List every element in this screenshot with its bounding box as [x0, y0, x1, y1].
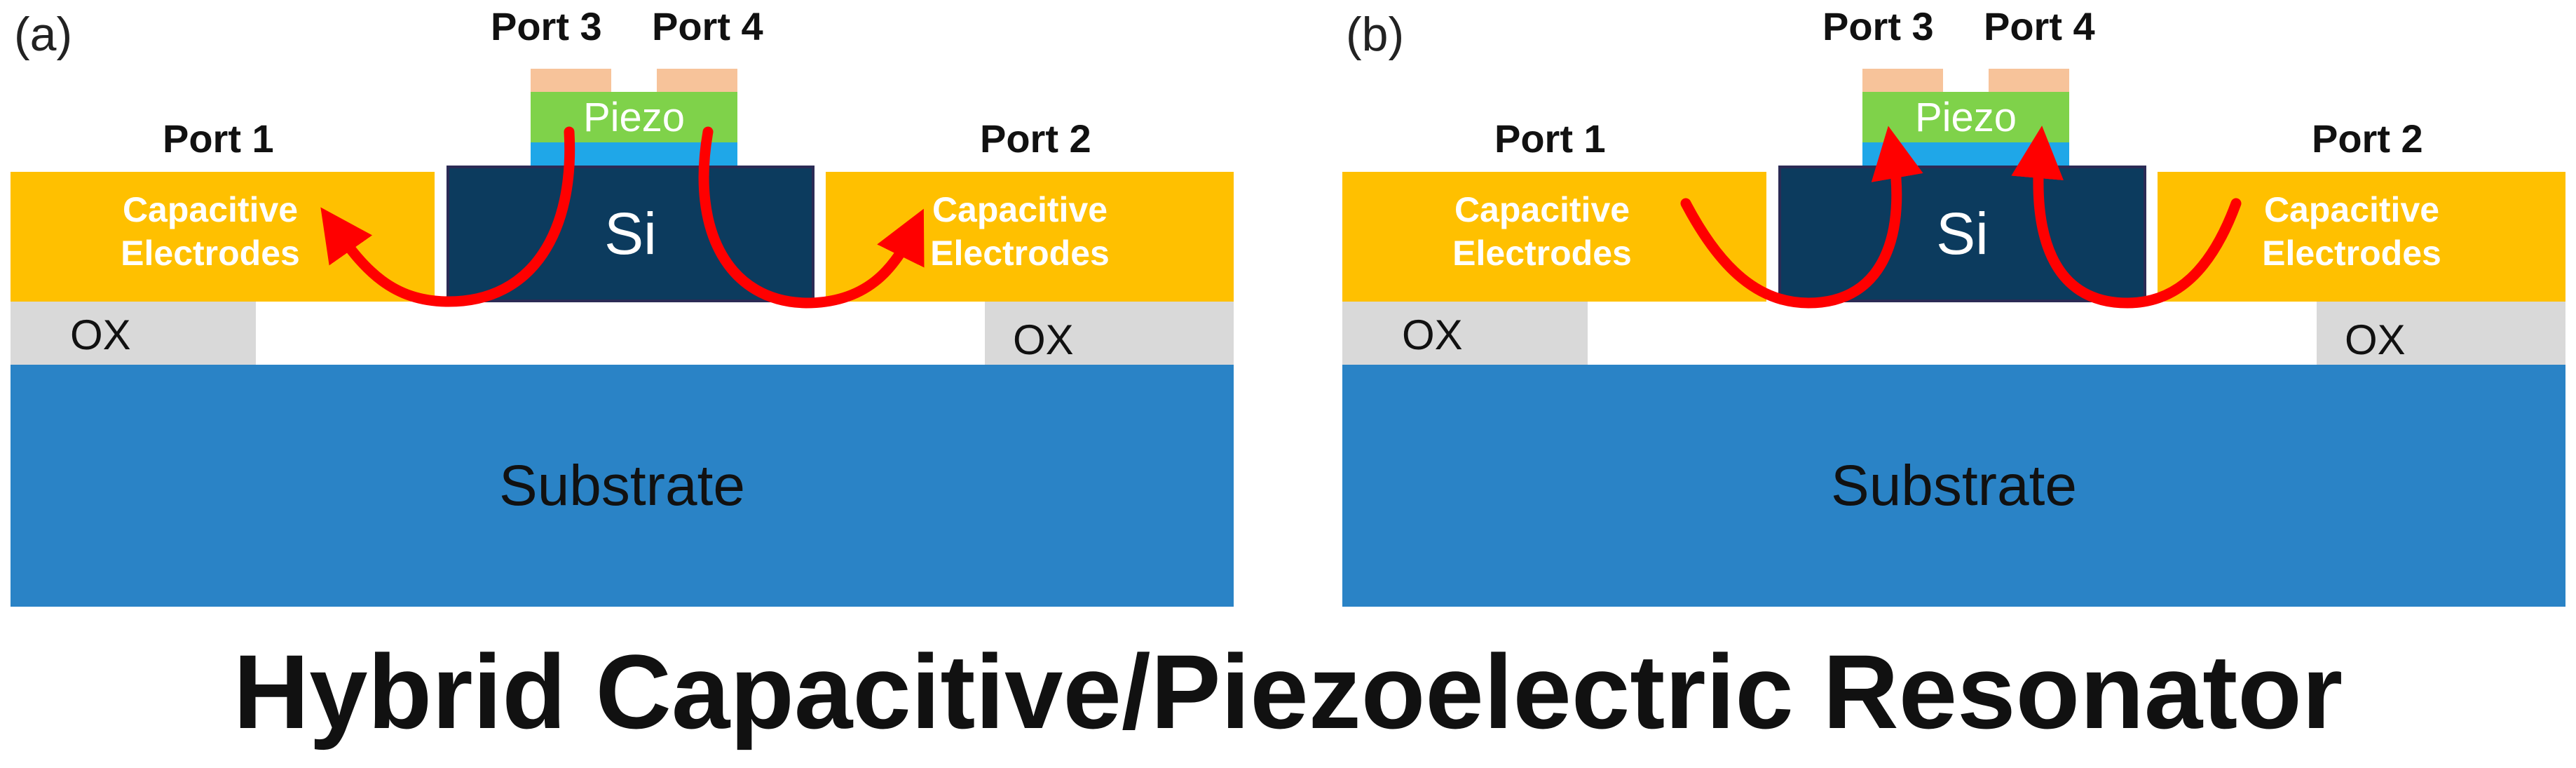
coupling-arrows	[1680, 126, 2242, 309]
arrow-piezo-to-right-electrode	[698, 126, 925, 309]
piezo-label: Piezo	[1914, 94, 2017, 140]
si-label: Si	[604, 201, 657, 267]
oxide-left	[1342, 302, 1588, 365]
substrate-label: Substrate	[1831, 453, 2077, 518]
capacitive-electrode-left-text: Capacitive Electrodes	[1452, 190, 1632, 273]
capacitive-electrode-right-text: Capacitive Electrodes	[930, 190, 1110, 273]
panel-label: (b)	[1346, 8, 1405, 61]
ox-right-label: OX	[2345, 316, 2406, 363]
panel-a: (a) Port 3 Port 4 Port 1 Port 2 Piezo Ca…	[0, 0, 1262, 617]
coupling-arrows	[320, 126, 925, 309]
port-3-top-pad	[531, 69, 611, 92]
ox-right-label: OX	[1013, 316, 1074, 363]
capacitive-electrode-left-text: Capacitive Electrodes	[121, 190, 300, 273]
oxide-left	[11, 302, 256, 365]
arrow-left-electrode-to-piezo	[1680, 126, 1923, 309]
port-4-label: Port 4	[1984, 4, 2095, 48]
substrate: Substrate	[11, 365, 1234, 607]
ox-left-label: OX	[1402, 311, 1463, 358]
oxide-right	[985, 302, 1234, 365]
port-2-label: Port 2	[2312, 116, 2423, 161]
substrate-label: Substrate	[499, 453, 745, 518]
capacitive-electrode-left	[1342, 172, 1766, 302]
substrate: Substrate	[1342, 365, 2565, 607]
port-4-top-pad	[1989, 69, 2069, 92]
port-3-label: Port 3	[1822, 4, 1934, 48]
panel-b: (b) Port 3 Port 4 Port 1 Port 2 Piezo Ca…	[1332, 0, 2576, 617]
piezo-label: Piezo	[582, 94, 686, 140]
arrow-right-electrode-to-piezo	[2011, 126, 2242, 309]
arrow-piezo-to-left-electrode	[320, 126, 575, 307]
port-3-label: Port 3	[491, 4, 602, 48]
port-3-top-pad	[1862, 69, 1943, 92]
port-2-label: Port 2	[980, 116, 1091, 161]
port-4-top-pad	[657, 69, 737, 92]
port-1-label: Port 1	[163, 116, 274, 161]
figure-title: Hybrid Capacitive/Piezoelectric Resonato…	[233, 633, 2343, 750]
silicon-resonator: Si	[447, 166, 815, 302]
oxide-right	[2317, 302, 2565, 365]
capacitive-electrode-right-text: Capacitive Electrodes	[2262, 190, 2441, 273]
panel-label: (a)	[14, 8, 73, 61]
port-4-label: Port 4	[652, 4, 763, 48]
silicon-resonator: Si	[1778, 166, 2146, 302]
si-label: Si	[1936, 201, 1989, 267]
ox-left-label: OX	[70, 311, 131, 358]
port-1-label: Port 1	[1494, 116, 1606, 161]
